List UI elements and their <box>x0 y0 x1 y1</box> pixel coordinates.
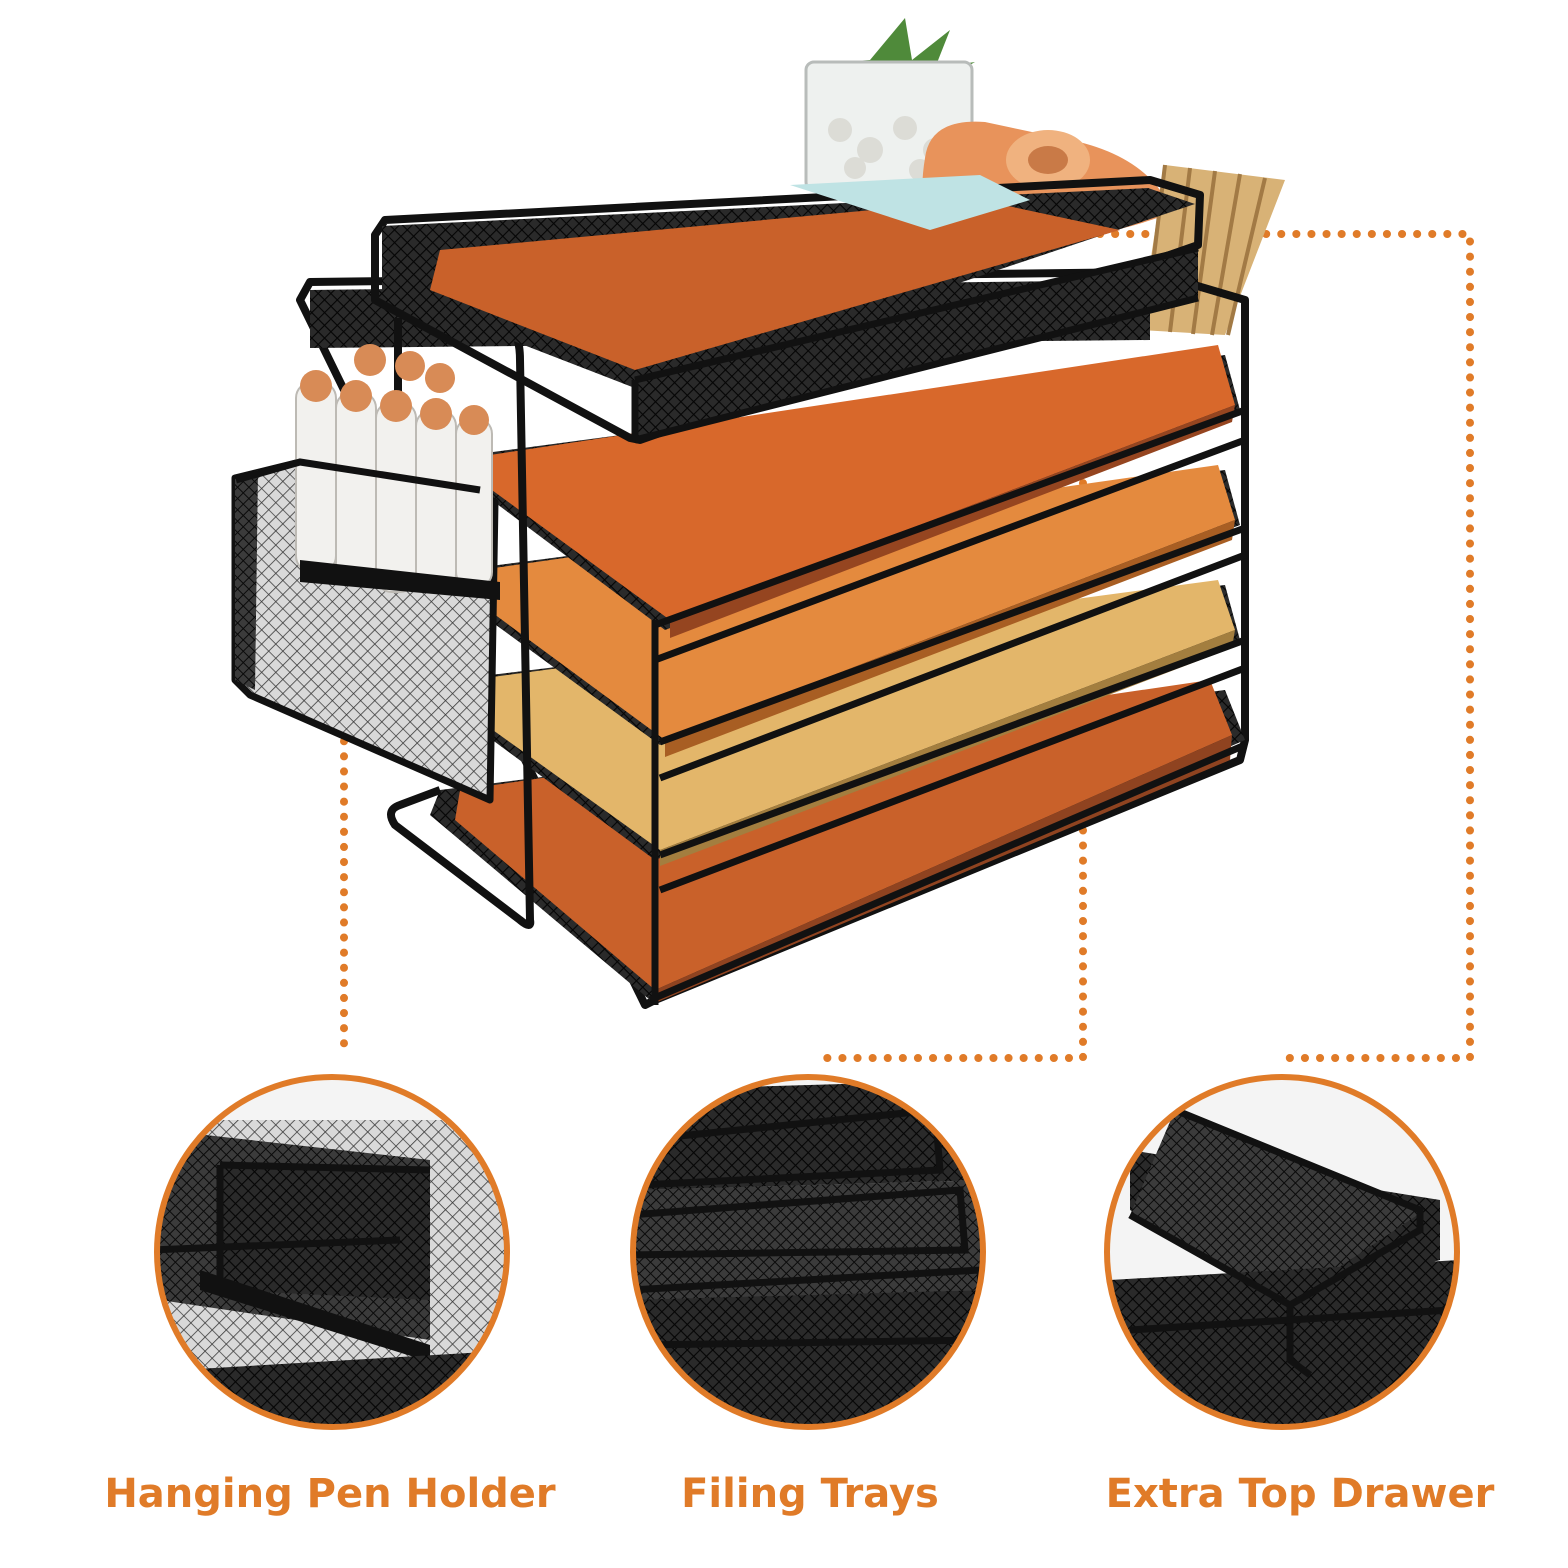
caption-hanging-pen-holder: Hanging Pen Holder <box>104 1471 556 1517</box>
caption-filing-trays: Filing Trays <box>681 1471 939 1517</box>
connector-top-drawer <box>1096 230 1474 1062</box>
caption-extra-top-drawer: Extra Top Drawer <box>1105 1471 1495 1517</box>
hanging-pen-holder <box>231 344 500 804</box>
filing-trays-closeup <box>630 1074 986 1430</box>
pen-holder-closeup <box>154 1074 510 1430</box>
markers <box>295 344 493 593</box>
top-drawer-closeup <box>1104 1074 1460 1430</box>
desk-organizer-photo <box>231 18 1285 1009</box>
